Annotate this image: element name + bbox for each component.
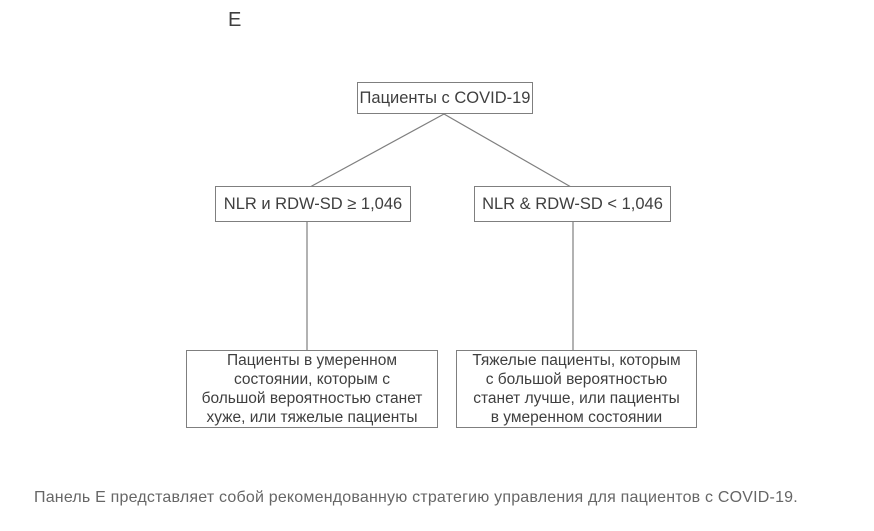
root-node-covid-patients: Пациенты с COVID-19 bbox=[357, 82, 533, 114]
outcome-node-worsening-patients: Пациенты в умеренном состоянии, которым … bbox=[186, 350, 438, 428]
branch-line-left bbox=[309, 113, 445, 188]
panel-label: E bbox=[228, 9, 242, 31]
condition-node-high-nlr-rdw: NLR и RDW-SD ≥ 1,046 bbox=[215, 186, 411, 222]
condition-node-low-nlr-rdw: NLR & RDW-SD < 1,046 bbox=[474, 186, 671, 222]
branch-line-right bbox=[443, 113, 572, 188]
figure-caption: Панель Е представляет собой рекомендован… bbox=[34, 489, 798, 506]
outcome-node-improving-patients: Тяжелые пациенты, которым с большой веро… bbox=[456, 350, 697, 428]
